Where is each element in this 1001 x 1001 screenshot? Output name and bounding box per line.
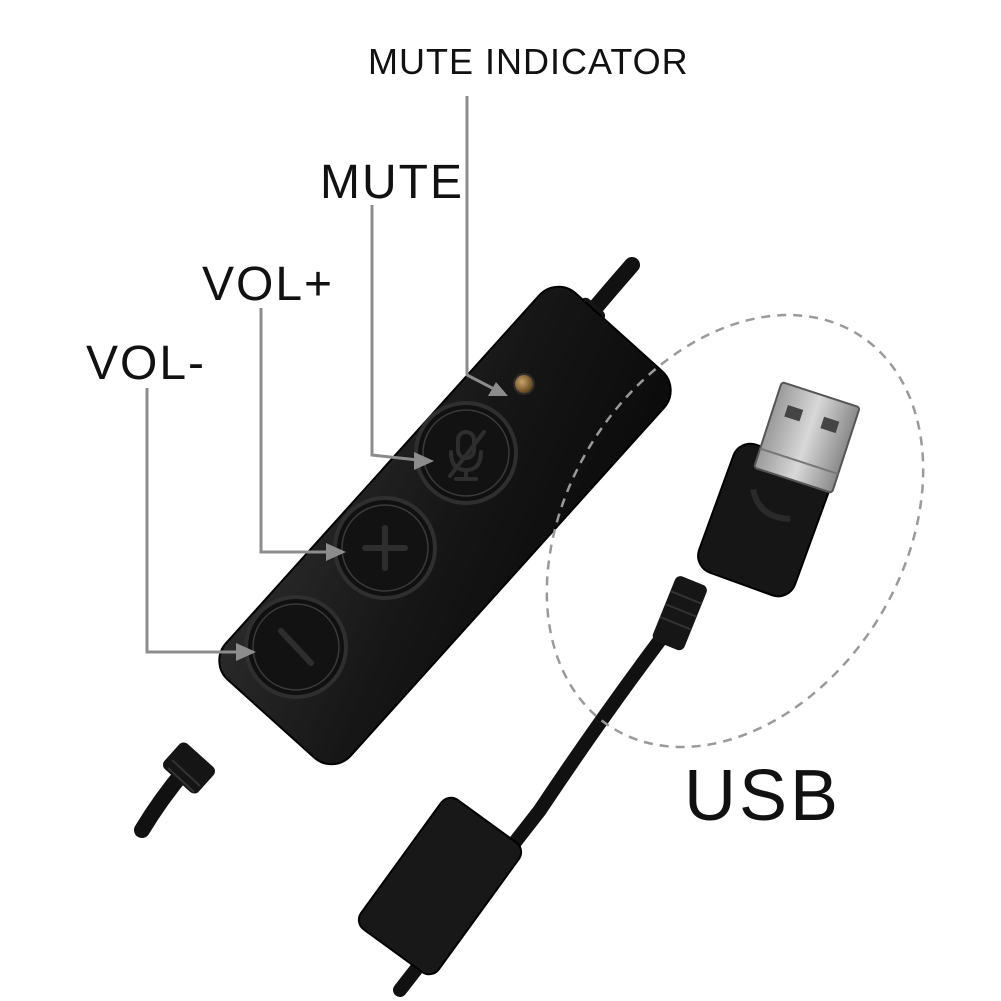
mute-label: MUTE [320, 156, 464, 209]
usb-highlight-ellipse [545, 313, 925, 749]
vol-plus-label: VOL+ [202, 258, 335, 311]
mute-button[interactable] [414, 401, 518, 505]
bottom-cable [134, 742, 215, 838]
usb-connector [652, 381, 860, 651]
minus-icon [278, 628, 314, 666]
microphone-slash-icon [448, 430, 486, 481]
usb-label: USB [684, 756, 842, 836]
vol-minus-button[interactable] [244, 595, 348, 699]
vol-plus-button[interactable] [333, 496, 437, 600]
leader-lines [145, 96, 508, 661]
ferrite-bead [357, 796, 523, 976]
vol-minus-label: VOL- [86, 337, 207, 390]
mute-indicator-led [513, 373, 535, 395]
mute-indicator-label: MUTE INDICATOR [368, 41, 689, 82]
plus-icon [362, 525, 408, 571]
